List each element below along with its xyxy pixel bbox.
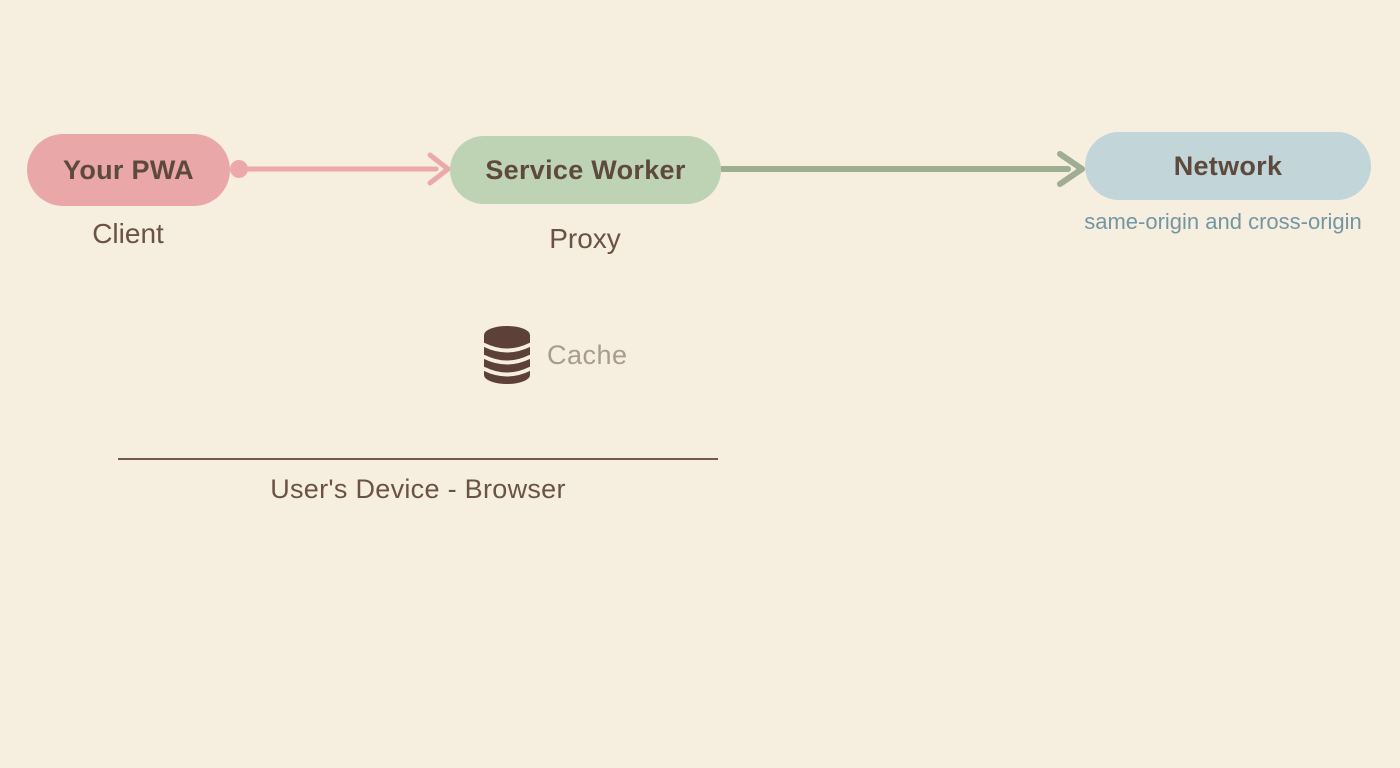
node-service-worker-label: Service Worker	[485, 154, 686, 185]
node-network-sublabel: same-origin and cross-origin	[1084, 209, 1362, 234]
node-your-pwa-label: Your PWA	[63, 154, 194, 185]
database-icon	[483, 326, 531, 384]
node-your-pwa-sublabel: Client	[92, 218, 164, 249]
arrow-start-dot	[230, 160, 248, 178]
arrowhead-icon	[427, 152, 451, 186]
device-label: User's Device - Browser	[270, 474, 566, 504]
node-network: Network	[1085, 132, 1371, 200]
arrow-pwa-to-service-worker	[230, 152, 451, 186]
node-network-label: Network	[1173, 150, 1283, 181]
cache-label: Cache	[547, 339, 628, 370]
cache-group: Cache	[483, 326, 628, 384]
node-your-pwa: Your PWA	[27, 134, 230, 206]
node-service-worker-sublabel: Proxy	[549, 223, 621, 254]
arrowhead-icon	[1057, 151, 1085, 187]
arrow-service-worker-to-network	[719, 151, 1085, 187]
device-boundary-line	[118, 458, 718, 460]
node-service-worker: Service Worker	[450, 136, 721, 204]
